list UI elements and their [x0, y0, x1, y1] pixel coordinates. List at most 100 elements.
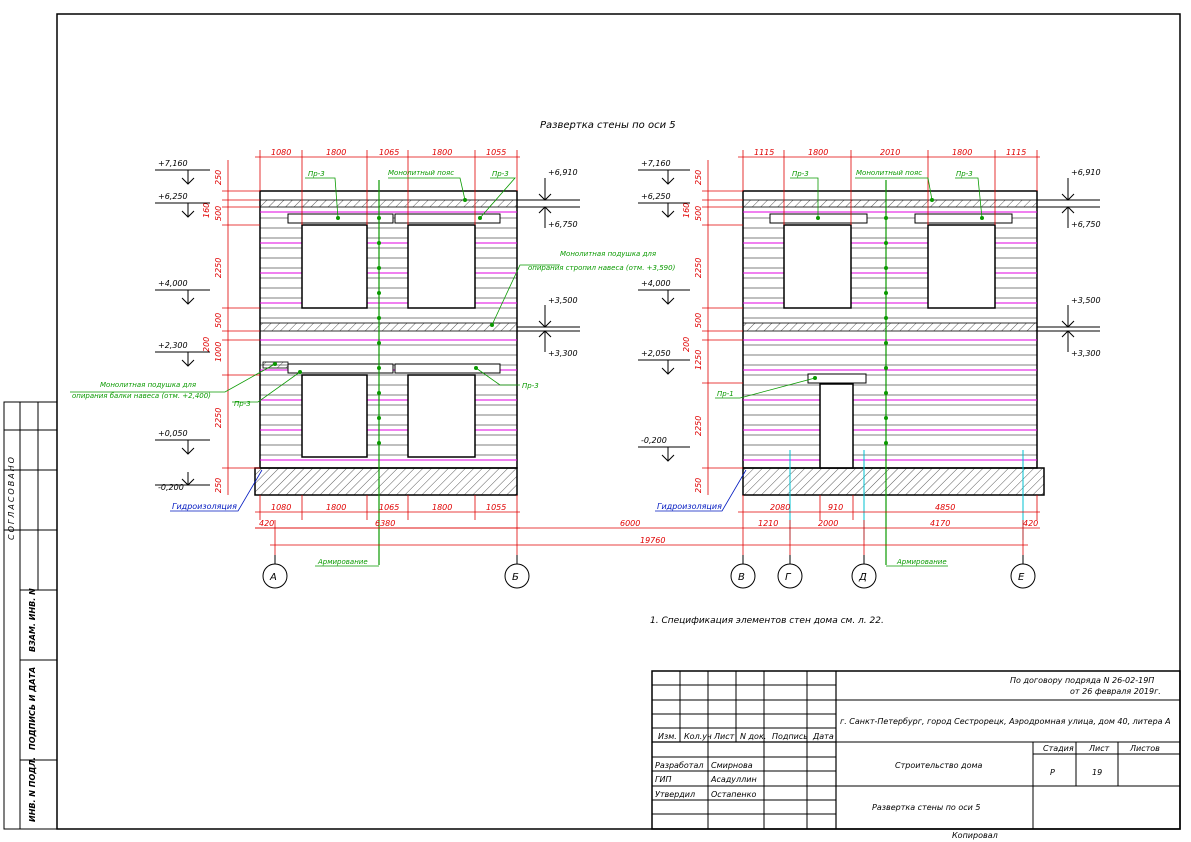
left-bottom-dims: 1080 1800 1065 1800 1055 6380 [255, 495, 520, 529]
left-bdim-0: 1080 [271, 503, 291, 512]
agreed-label: СОГЛАСОВАНО [7, 455, 16, 540]
right-elevation [742, 180, 1045, 565]
note-pr1: Пр-1 [717, 390, 734, 398]
right-level-markers-r [1037, 178, 1100, 352]
lvl-right-2: +4,000 [641, 279, 671, 288]
note-pr3-d: Пр-3 [522, 382, 539, 390]
tb-hdr-2: Лист [713, 732, 735, 741]
tb-hdr-3: N док. [740, 732, 766, 741]
right-vdim-2: 500 [694, 206, 703, 221]
tb-contract-a: По договору подряда N 26-02-19П [1010, 676, 1154, 685]
note-pr3-c: Пр-3 [234, 400, 251, 408]
left-bdim-1: 1800 [326, 503, 346, 512]
tb-sheets-header: Листов [1129, 744, 1160, 753]
right-vdim-0: 250 [694, 170, 703, 185]
right-tdim-1: 1800 [808, 148, 828, 157]
note-waterproof-right: Гидроизоляция [657, 502, 722, 511]
left-elevation [254, 180, 518, 565]
title-block [651, 670, 1181, 830]
green-leaders [70, 177, 983, 567]
right-vdim-4: 500 [694, 313, 703, 328]
note-pad2-a: Монолитная подушка для [100, 381, 196, 389]
mid-dim-2: 1210 [758, 519, 778, 528]
left-vdim-6: 1000 [214, 342, 223, 362]
sign-date-label: ПОДПИСЬ И ДАТА [28, 667, 37, 750]
inv-orig-label: ИНВ. N ПОДЛ. [28, 757, 37, 822]
left-bdim-2: 1065 [379, 503, 399, 512]
left-vdim-3: 2250 [214, 258, 223, 278]
left-vdim-1: 160 [202, 203, 211, 218]
left-vdim-0: 250 [214, 170, 223, 185]
right-tdim-2: 2010 [880, 148, 900, 157]
left-tdim-2: 1065 [379, 148, 399, 157]
mid-dim-5: 420 [1023, 519, 1038, 528]
blue-leaders [170, 469, 747, 512]
overall-dim: 19760 [640, 536, 665, 545]
lvl-right-4: -0,200 [641, 436, 667, 445]
left-tdim-1: 1800 [326, 148, 346, 157]
mid-chain-dims: 420 6000 1210 2000 4170 420 19760 [255, 519, 1040, 555]
axis-label-g: Г [785, 572, 792, 583]
tb-sheet-number: 19 [1092, 768, 1102, 777]
tb-contract-b: от 26 февраля 2019г. [1070, 687, 1161, 696]
lvl-right-r-0: +6,910 [1071, 168, 1101, 177]
lvl-left-3: +2,300 [158, 341, 188, 350]
right-vdim-3: 2250 [694, 258, 703, 278]
tb-stage: Р [1050, 768, 1055, 777]
left-level-markers-r [517, 178, 580, 352]
note-rebar-right: Армирование [896, 558, 947, 566]
right-tdim-0: 1115 [754, 148, 774, 157]
right-vdim-1: 160 [682, 203, 691, 218]
tb-hdr-0: Изм. [658, 732, 677, 741]
spec-note: 1. Спецификация элементов стен дома см. … [650, 616, 884, 626]
lvl-right-3: +2,050 [641, 349, 671, 358]
right-vdim-8: 250 [694, 478, 703, 493]
note-pr3-f: Пр-3 [956, 170, 973, 178]
note-mono-belt-right: Монолитный пояс [856, 169, 922, 177]
left-top-dims: 1080 1800 1065 1800 1055 [255, 148, 520, 225]
axis-label-e: Е [1018, 572, 1025, 583]
tb-hdr-1: Кол.уч [684, 732, 712, 741]
tb-name-0: Смирнова [711, 761, 753, 770]
lvl-left-5: -0,200 [158, 483, 184, 492]
lvl-right-1: +6,250 [641, 192, 671, 201]
right-tdim-4: 1115 [1006, 148, 1026, 157]
tb-name-2: Остапенко [711, 790, 756, 799]
left-vdim-2: 500 [214, 206, 223, 221]
tb-sheet-title: Развертка стены по оси 5 [872, 803, 981, 812]
tb-project: Строительство дома [895, 761, 983, 770]
left-total-dim: 6380 [375, 519, 395, 528]
left-bdim-4: 1055 [486, 503, 506, 512]
lvl-left-r-3: +3,300 [548, 349, 578, 358]
note-mono-belt-left: Монолитный пояс [388, 169, 454, 177]
lvl-right-r-3: +3,300 [1071, 349, 1101, 358]
tb-stage-header: Стадия [1043, 744, 1074, 753]
right-bdim-1: 910 [828, 503, 843, 512]
right-level-markers [638, 169, 690, 462]
tb-role-0: Разработал [655, 761, 703, 770]
lvl-left-0: +7,160 [158, 159, 188, 168]
note-pad2-b: опирания балки навеса (отм. +2,400) [72, 392, 211, 400]
lvl-left-1: +6,250 [158, 192, 188, 201]
note-pad1-b: опирания стропил навеса (отм. +3,590) [528, 264, 676, 272]
axis-label-a: А [269, 572, 277, 583]
note-waterproof-left: Гидроизоляция [172, 502, 237, 511]
note-pr3-e: Пр-3 [792, 170, 809, 178]
lvl-left-r-0: +6,910 [548, 168, 578, 177]
tb-role-2: Утвердил [655, 790, 695, 799]
left-vertical-dims: 250 160 500 2250 500 200 1000 2250 250 [202, 160, 260, 495]
lvl-right-0: +7,160 [641, 159, 671, 168]
right-vdim-5: 200 [682, 337, 691, 352]
note-pr3-b: Пр-3 [492, 170, 509, 178]
note-pad1-a: Монолитная подушка для [560, 250, 656, 258]
note-pr3-a: Пр-3 [308, 170, 325, 178]
mid-dim-1: 6000 [620, 519, 640, 528]
tb-role-1: ГИП [655, 775, 671, 784]
lvl-left-r-2: +3,500 [548, 296, 578, 305]
tb-name-1: Асадуллин [710, 775, 757, 784]
axis-label-v: В [738, 572, 745, 583]
tb-hdr-5: Дата [812, 732, 834, 741]
right-vdim-6: 1250 [694, 350, 703, 370]
green-leader-dots [273, 198, 984, 380]
